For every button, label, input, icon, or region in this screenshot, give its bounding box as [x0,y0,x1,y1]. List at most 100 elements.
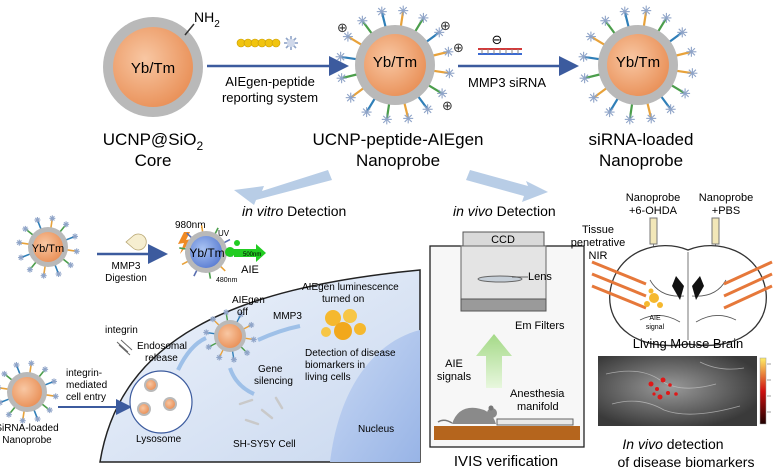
aie-star-icon [244,349,251,356]
aie-star-icon [646,113,657,124]
integrin-icon [116,339,133,356]
aie-star-icon [342,31,353,42]
gene-line1: Gene [258,364,283,375]
anesthesia-line1: Anesthesia [510,388,565,400]
aie-star-icon [434,27,445,38]
aie-star-icon [50,378,57,385]
aie-star-icon [600,15,611,26]
lens-label: Lens [528,271,552,283]
aie-star-icon [588,92,599,103]
aie-star-icon [230,356,237,363]
integrin-label: integrin [105,325,138,336]
aie-star-icon [578,51,589,62]
probe2-line1: Nanoprobe [699,192,753,204]
ventricle-left [672,276,684,300]
aie-glow-icon [225,240,266,262]
entry-line3: cell entry [66,392,106,403]
aie-star-icon [34,217,41,224]
peptide-arm [347,35,363,46]
probe1-line1: Nanoprobe [626,192,680,204]
luminescence-line2: turned on [322,294,364,305]
nucleus-label: Nucleus [358,424,394,435]
aie-star-icon [335,51,346,62]
svg-text:⊕: ⊕ [442,99,453,114]
peptide-arm [20,253,31,259]
ventricle-right [692,276,704,300]
peptide-arm [15,364,21,375]
excitation-label: 980nm [175,220,206,231]
peptide-reporter-icon [236,36,298,50]
aie-star-icon [49,215,56,222]
lens-icon [477,275,523,283]
nanoprobe-outside-line1: SiRNA-loaded [0,423,59,434]
aie-star-icon [619,6,630,17]
aie-star-icon [40,272,47,279]
in-vitro-probe-label: Yb/Tm [32,243,64,255]
aie-star-icon [28,360,35,367]
detect-line3: living cells [305,372,351,383]
signal-arrow [476,334,512,388]
camera-body [460,245,547,305]
aie-star-icon [357,15,368,26]
aie-star-icon [422,104,433,115]
aie-star-icon [641,5,652,16]
emission-label: 500nm [243,252,261,258]
detection-line1: In vivo detection [622,436,723,452]
cell-name: SH-SY5Y Cell [233,439,296,450]
brain-caption: Living Mouse Brain [633,336,744,351]
ucnp-core [33,232,63,262]
digested-probe [179,225,233,279]
aie-off-probe [203,309,257,363]
in-vivo-image [598,356,757,426]
peptide-arm [403,102,410,119]
aie-star-icon [403,113,414,124]
aie-star-icon [13,362,20,369]
aie-star-icon [22,225,29,232]
lysosome [129,370,193,434]
peptide-arm [214,227,219,235]
aie-star-icon [1,370,8,377]
aie-signal-line1: AIE [649,315,661,322]
lysosome-label: Lysosome [136,434,182,445]
digested-label: Yb/Tm [189,246,224,260]
aie-star-icon [223,309,230,316]
aie-star-icon [248,321,255,328]
peptide-arm [341,73,358,80]
nanoprobe-particle [335,5,455,125]
detect-line1: Detection of disease [305,348,396,359]
aie-star-icon [71,233,78,240]
peptide-arm [646,102,653,119]
peptide-arm [623,11,630,28]
nucleus [330,330,420,462]
aie-star-icon [73,248,80,255]
pale-arrow-left [234,170,332,205]
aie-star-icon [55,270,62,277]
digestion-line1: MMP3 [112,261,141,272]
aie-star-icon [686,46,697,57]
aie-star-icon [444,68,455,79]
amine-label: NH2 [194,9,220,30]
svg-text:⊕: ⊕ [337,21,348,36]
aie-star-icon [579,73,590,84]
mmp3-enzyme-icon [125,233,147,251]
aie-star-icon [0,385,2,391]
plus-signs: ⊕ ⊕ ⊕ ⊕ [337,19,464,114]
aie-star-icon [67,262,74,269]
ucnp-core [364,34,426,96]
ucnp-core [607,34,669,96]
aie-off-line1: AIEgen [232,295,265,306]
in-vivo-title: in vivo Detection [453,203,556,219]
aie-star-icon [16,239,23,246]
aie-star-icon [661,12,672,23]
aie-star-icon [437,88,448,99]
peptide-arm [65,235,76,241]
ucnp-core [12,377,42,407]
wavelength-label: 480nm [216,277,238,284]
peptide-arm [219,265,226,272]
fluorescence-hotspot [648,377,678,400]
in-vitro-title: in vitro Detection [242,203,346,219]
aie-star-icon [63,221,70,228]
sirna-fragments-icon [238,396,284,426]
peptide-arm [33,409,39,420]
aie-star-icon [687,68,698,79]
